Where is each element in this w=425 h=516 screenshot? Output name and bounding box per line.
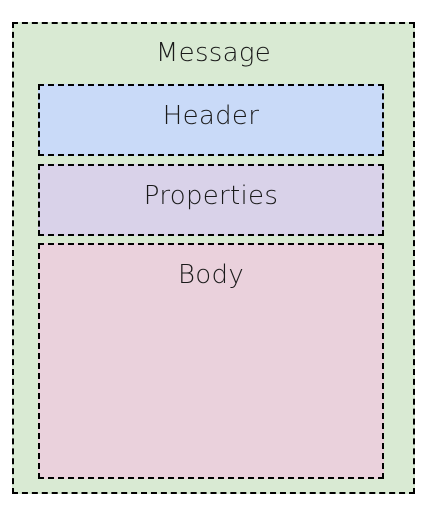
properties-label: Properties [143,181,279,211]
properties-section: Properties [38,164,384,236]
body-section: Body [38,243,384,479]
header-label: Header [162,101,260,131]
message-label: Message [155,38,272,68]
header-section: Header [38,84,384,156]
body-label: Body [177,260,245,290]
